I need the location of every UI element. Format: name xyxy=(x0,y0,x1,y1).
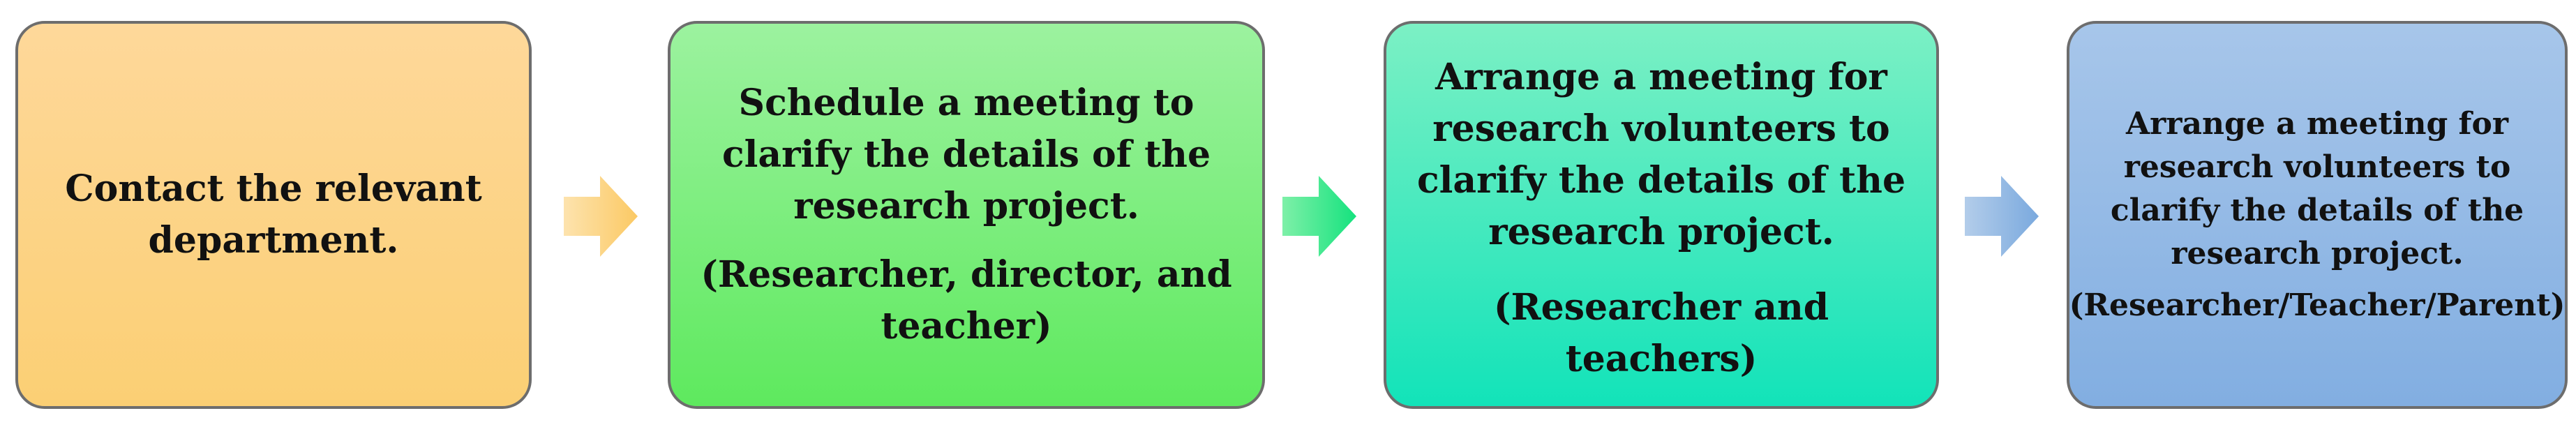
step-4-participants: (Researcher/Teacher/Parent) xyxy=(2069,287,2566,323)
step-2-text: Schedule a meeting to clarify the detail… xyxy=(721,82,1211,227)
step-2-box: Schedule a meeting to clarify the detail… xyxy=(668,21,1265,409)
arrow-right-icon xyxy=(564,176,638,257)
step-4-box: Arrange a meeting for research volunteer… xyxy=(2067,21,2568,409)
step-3-text: Arrange a meeting for research volunteer… xyxy=(1416,56,1906,253)
step-4-text: Arrange a meeting for research volunteer… xyxy=(2110,106,2524,271)
step-2-participants: (Researcher, director, and teacher) xyxy=(701,253,1232,347)
arrow-right-icon xyxy=(1965,176,2039,257)
step-3-box: Arrange a meeting for research volunteer… xyxy=(1384,21,1939,409)
step-1-box: Contact the relevant department. xyxy=(15,21,532,409)
step-1-text: Contact the relevant department. xyxy=(65,167,482,262)
step-3-participants: (Researcher and teachers) xyxy=(1493,286,1829,380)
arrow-right-icon xyxy=(1282,176,1356,257)
